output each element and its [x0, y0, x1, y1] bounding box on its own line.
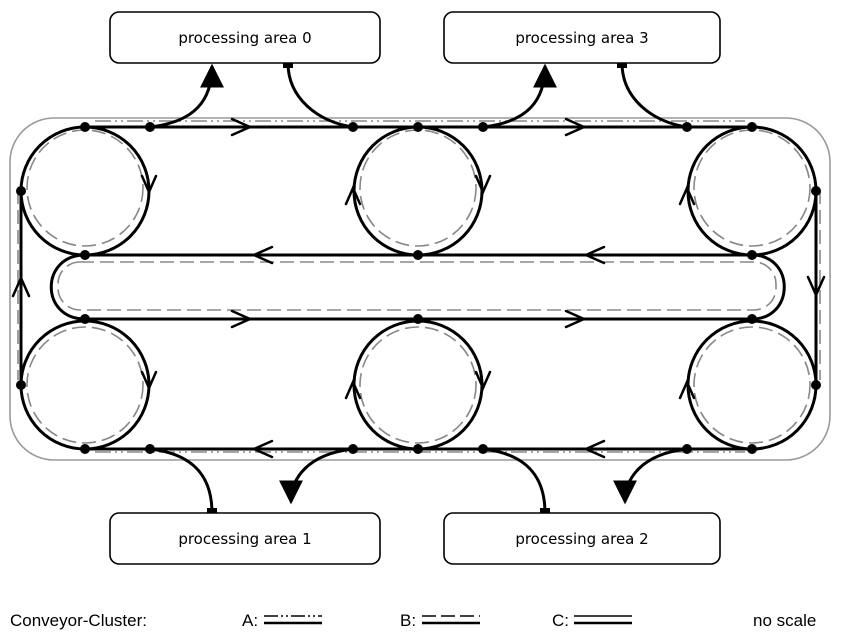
junction-dots: [16, 122, 821, 454]
processing-area-1: processing area 1: [109, 512, 381, 565]
legend-b-symbol: [422, 615, 480, 625]
legend-c-symbol: [574, 615, 632, 625]
legend-c-label: C:: [552, 611, 569, 630]
processing-area-3: processing area 3: [443, 11, 721, 64]
processing-area-2: processing area 2: [443, 512, 721, 565]
cluster-c-outline: [9, 117, 831, 461]
cluster-a-outline: [95, 120, 745, 453]
processing-area-0-label: processing area 0: [178, 29, 311, 47]
direction-arrows: [11, 117, 826, 459]
processing-area-0: processing area 0: [109, 11, 381, 64]
area-connectors: [149, 62, 688, 514]
legend: Conveyor-Cluster: A: B: C: no scale: [10, 611, 816, 630]
legend-title: Conveyor-Cluster:: [10, 611, 147, 630]
legend-a-label: A:: [242, 611, 258, 630]
legend-a-symbol: [264, 615, 322, 625]
cluster-b-outline: [17, 129, 821, 444]
legend-b-label: B:: [400, 611, 416, 630]
processing-area-3-label: processing area 3: [515, 29, 648, 47]
processing-area-2-label: processing area 2: [515, 530, 648, 548]
legend-scale-note: no scale: [753, 611, 816, 630]
processing-area-1-label: processing area 1: [178, 530, 311, 548]
